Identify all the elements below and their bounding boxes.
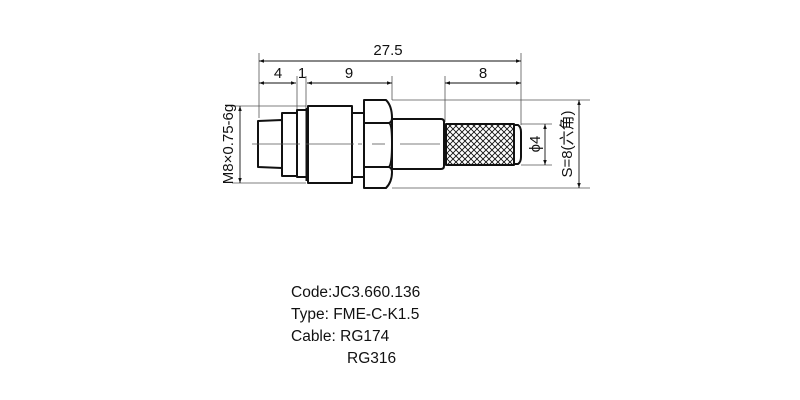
type-value: FME-C-K1.5 bbox=[333, 306, 420, 323]
label-seg-plug: 4 bbox=[274, 65, 282, 82]
info-cable-2: RG316 bbox=[291, 348, 420, 370]
label-hex-size: S=8(六角) bbox=[559, 110, 576, 177]
info-code: Code:JC3.660.136 bbox=[291, 282, 420, 304]
part-info-block: Code:JC3.660.136 Type: FME-C-K1.5 Cable:… bbox=[291, 282, 420, 370]
label-thread: M8×0.75-6g bbox=[220, 104, 237, 184]
cable-label: Cable: bbox=[291, 328, 341, 345]
plug-step bbox=[281, 112, 298, 177]
cable-value-1: RG174 bbox=[340, 328, 390, 345]
cable-value-2: RG316 bbox=[347, 350, 397, 367]
label-overall-length: 27.5 bbox=[373, 42, 402, 59]
code-value: JC3.660.136 bbox=[332, 284, 421, 301]
label-seg-crimp: 8 bbox=[479, 65, 487, 82]
label-crimp-diameter: ϕ4 bbox=[527, 136, 544, 153]
label-seg-ring: 1 bbox=[298, 65, 306, 82]
label-seg-body: 9 bbox=[345, 65, 353, 82]
code-label: Code: bbox=[291, 284, 333, 301]
body bbox=[307, 105, 353, 184]
dimension-lines bbox=[238, 59, 581, 188]
extension-lines bbox=[232, 53, 590, 189]
sleeve-tip bbox=[513, 124, 522, 165]
info-cable: Cable: RG174 bbox=[291, 326, 420, 348]
info-type: Type: FME-C-K1.5 bbox=[291, 304, 420, 326]
knurled-sleeve bbox=[445, 123, 515, 166]
type-label: Type: bbox=[291, 306, 334, 323]
neck bbox=[351, 112, 365, 178]
